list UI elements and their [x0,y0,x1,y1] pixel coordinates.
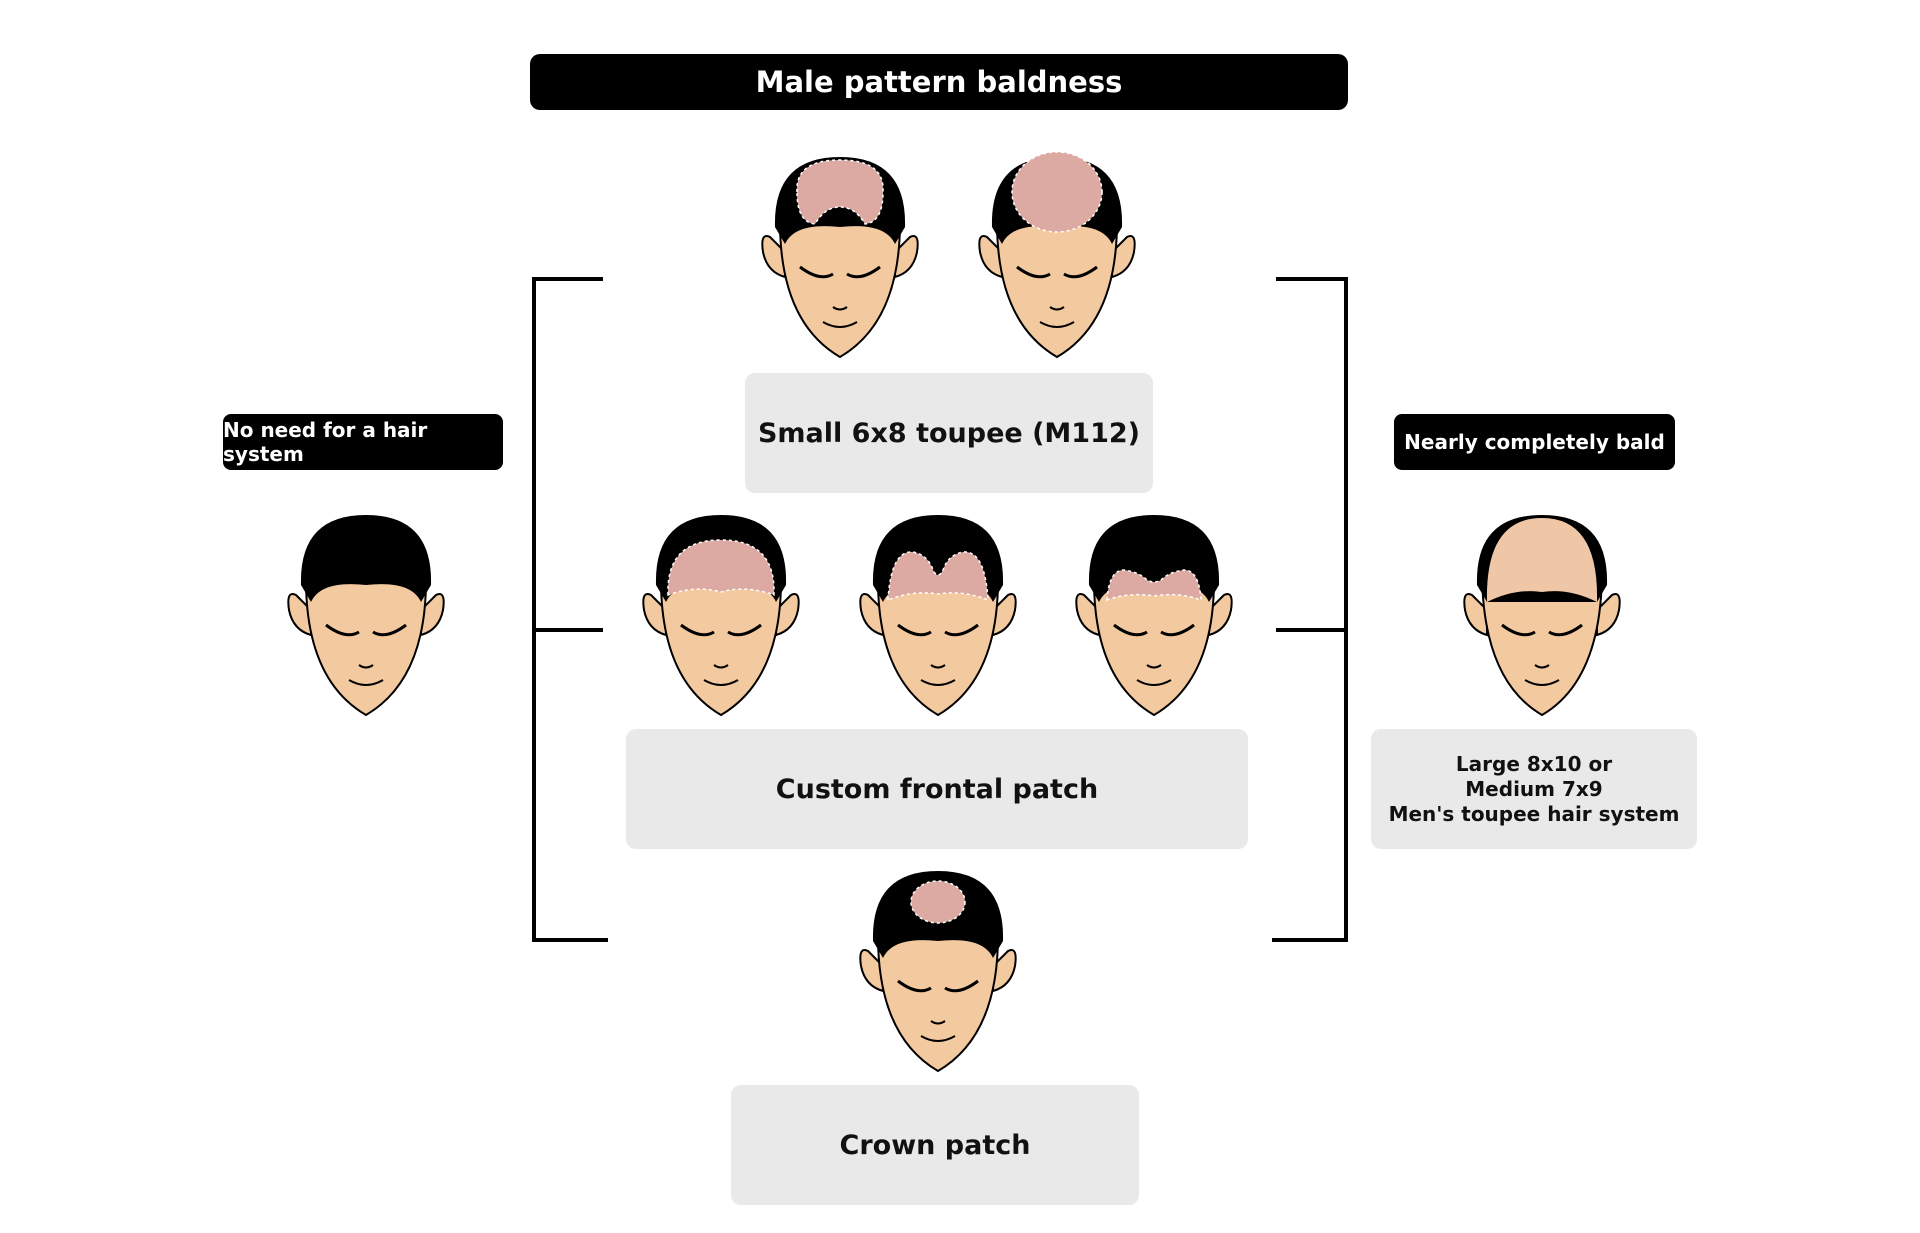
head-full-hair [281,510,451,720]
head-top-oval [972,151,1142,362]
tag-no-need: No need for a hair system [223,414,503,470]
head-nearly-bald [1457,510,1627,720]
head-crown [853,866,1023,1076]
head-vertex-top [755,152,925,362]
box-large-line-3: Men's toupee hair system [1388,801,1680,826]
head-nearly-bald-svg [1463,515,1621,717]
box-small-toupee: Small 6x8 toupee (M112) [745,373,1153,493]
head-frontal-1 [636,510,806,720]
box-custom-frontal-patch: Custom frontal patch [626,729,1248,849]
left-bracket [532,277,608,942]
head-frontal-2 [853,510,1023,720]
head-full-hair-svg [287,515,445,717]
head-frontal-3 [1069,510,1239,720]
diagram-title: Male pattern baldness [530,54,1348,110]
head-frontal-2-svg [859,515,1017,717]
tag-nearly-bald: Nearly completely bald [1394,414,1675,470]
head-crown-svg [859,871,1017,1073]
head-frontal-1-svg [642,515,800,717]
box-large-line-1: Large 8x10 or [1455,751,1613,776]
head-frontal-3-svg [1075,515,1233,717]
box-large-line-2: Medium 7x9 [1465,776,1603,801]
box-crown-patch: Crown patch [731,1085,1139,1205]
right-bracket [1272,277,1348,942]
head-vertex-top-svg [761,157,919,359]
head-top-oval-svg [978,151,1136,359]
box-large-hair-system: Large 8x10 or Medium 7x9 Men's toupee ha… [1371,729,1697,849]
